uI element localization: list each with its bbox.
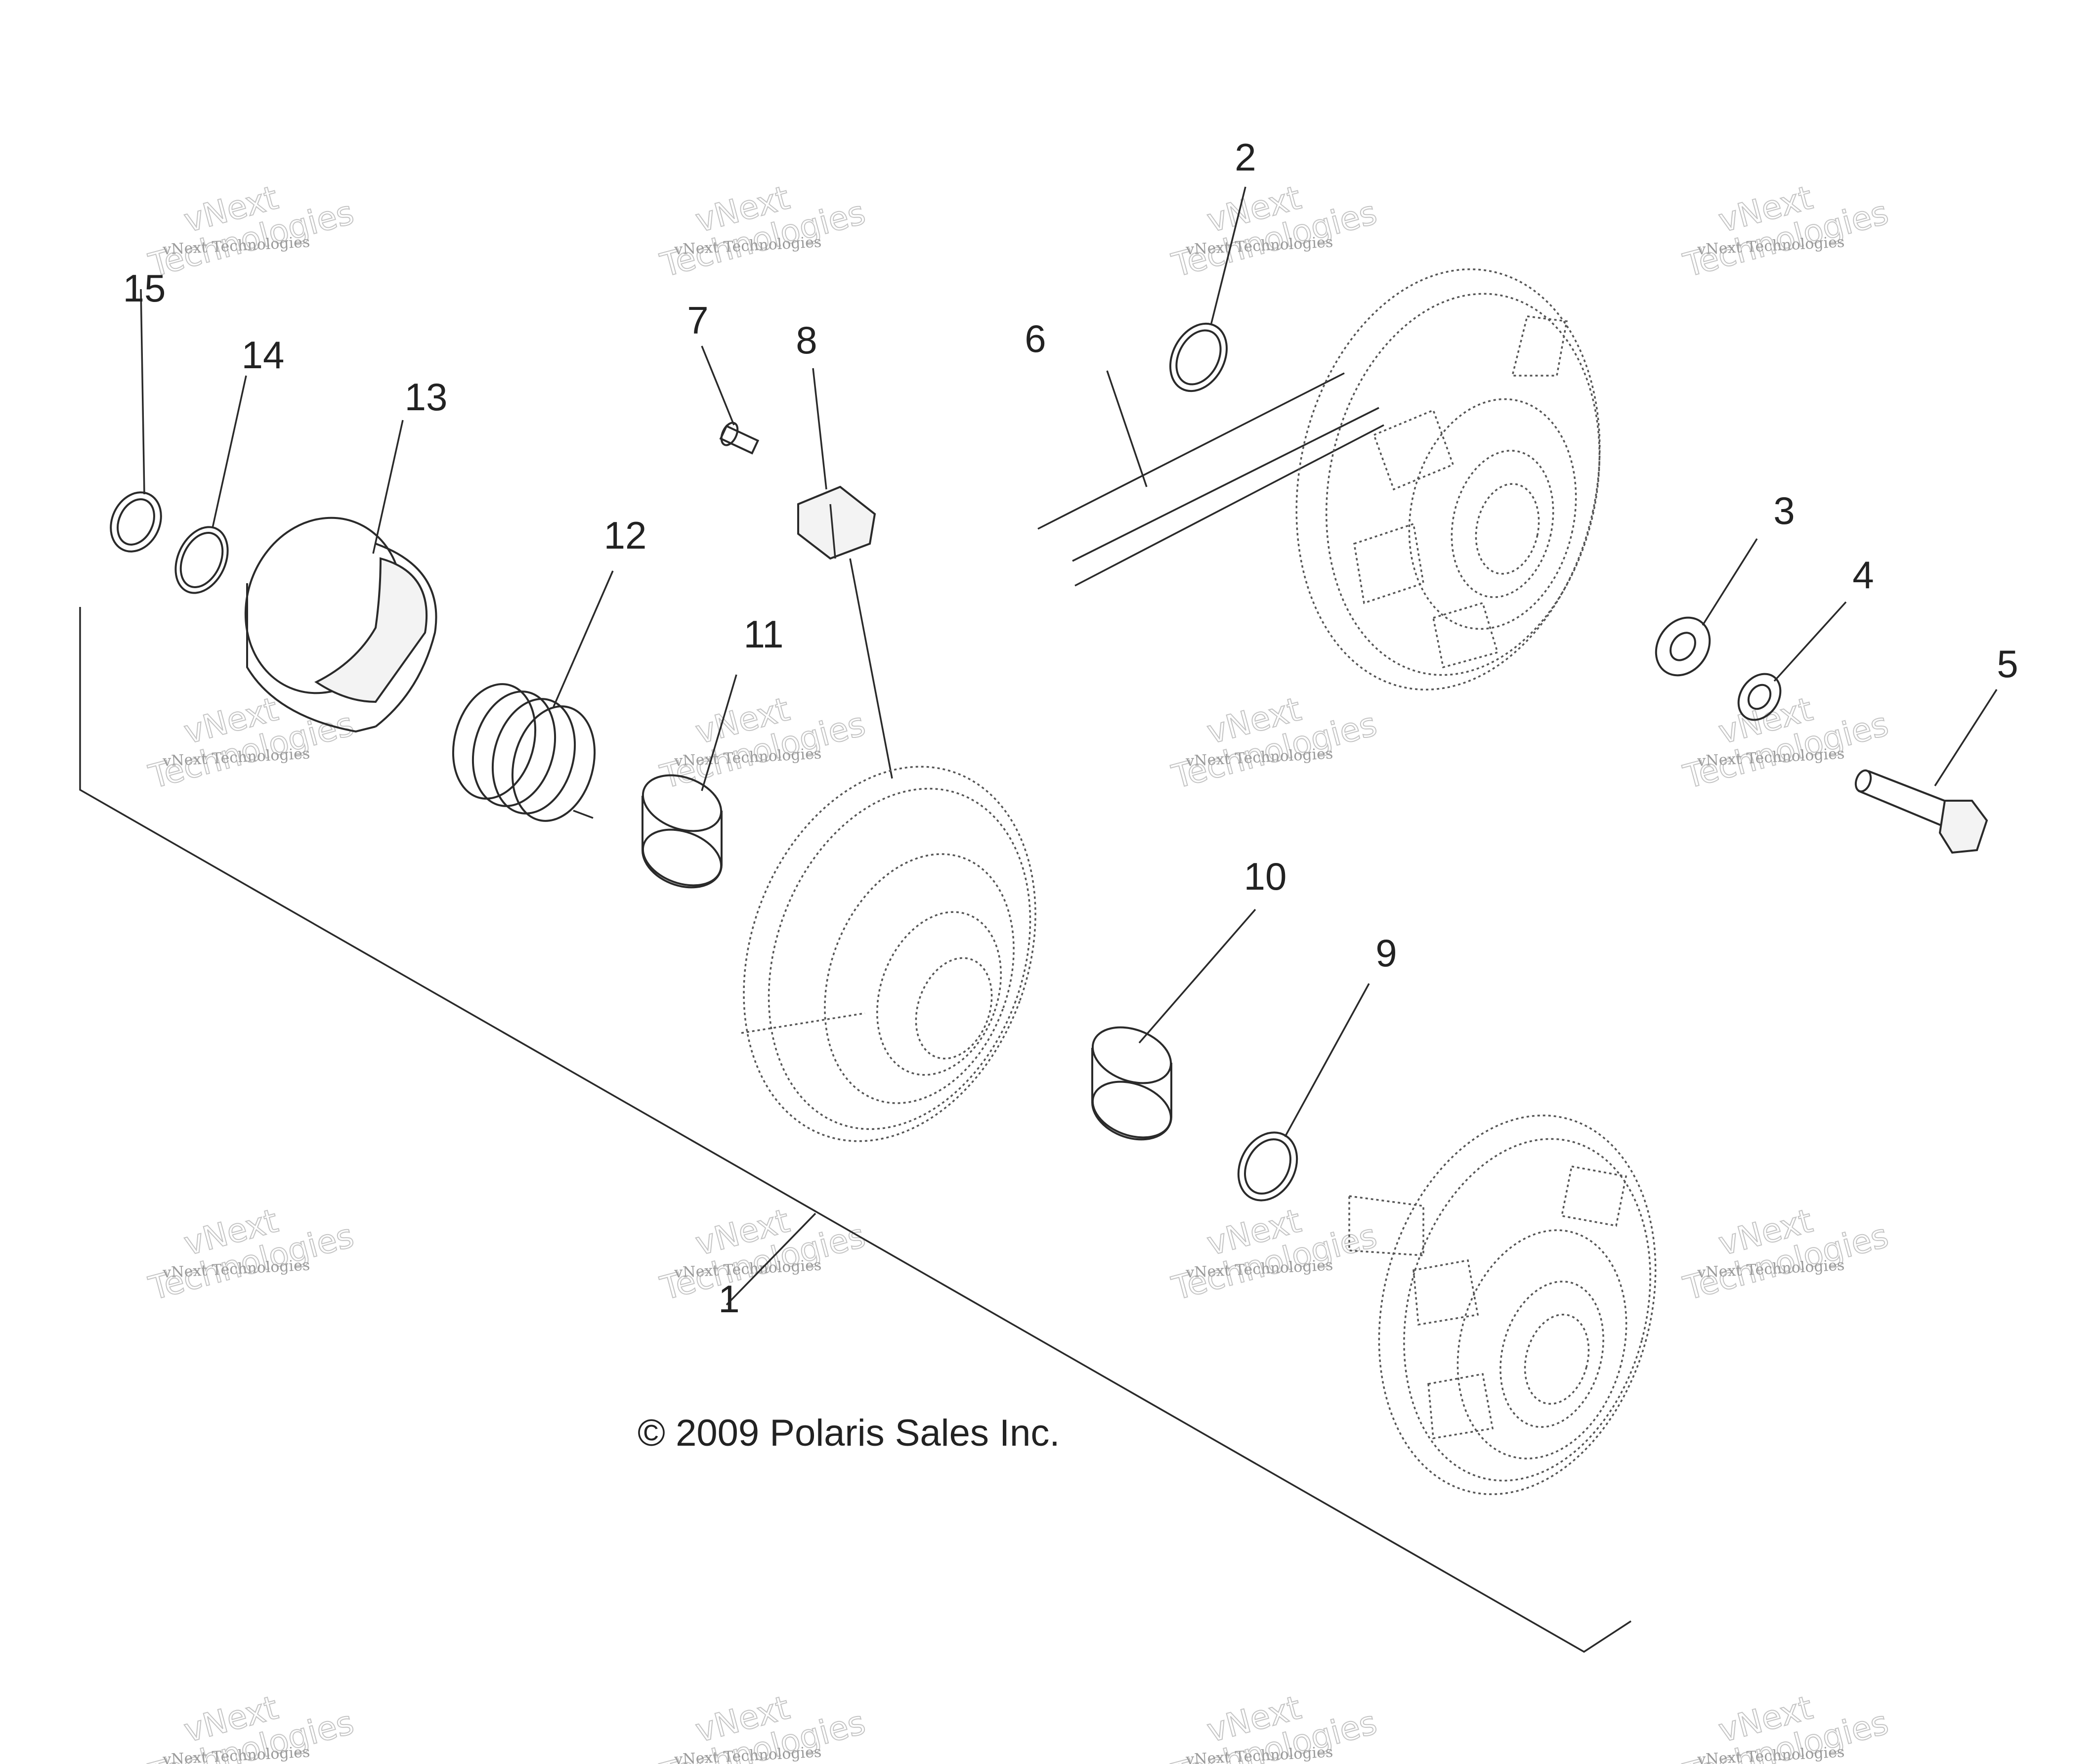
- callout-6: 6: [1025, 317, 1046, 360]
- ring-part-2: [1169, 186, 1246, 392]
- copyright-notice: © 2009 Polaris Sales Inc.: [638, 1412, 1060, 1454]
- callout-7: 7: [687, 299, 708, 342]
- washer-part-14: [174, 375, 247, 594]
- snap-ring-part-15: [110, 289, 162, 553]
- callout-13: 13: [405, 375, 448, 419]
- moveable-sheave: [741, 766, 1036, 1142]
- helix-cam-part-13: [244, 420, 437, 733]
- bushing-part-11: [641, 674, 737, 889]
- callout-15: 15: [123, 266, 166, 310]
- roller-block-part-8: [797, 368, 893, 779]
- callout-4: 4: [1852, 553, 1874, 597]
- callout-8: 8: [796, 318, 817, 362]
- bolt-part-5: [1854, 689, 1998, 854]
- spring-part-12: [452, 570, 614, 822]
- bushing-part-10: [1091, 908, 1256, 1141]
- callout-5: 5: [1997, 642, 2018, 686]
- upper-clutch-sheave: [1295, 268, 1601, 690]
- screw-part-7: [701, 345, 760, 455]
- callout-11: 11: [744, 612, 784, 656]
- ring-part-9: [1237, 983, 1370, 1202]
- assembly-bracket: [79, 607, 1631, 1653]
- callout-1: 1: [718, 1277, 739, 1321]
- washer-part-4: [1737, 601, 1847, 721]
- callout-12: 12: [604, 514, 647, 557]
- callout-14: 14: [242, 333, 285, 377]
- lower-clutch-sheave: [1348, 1115, 1657, 1495]
- callout-labels: 1 2 3 4 5 6 7 8 9 10 11 12 13 14 15: [123, 135, 2018, 1321]
- callout-2: 2: [1235, 135, 1256, 179]
- callout-10: 10: [1244, 855, 1287, 898]
- drive-belt-part-6: [1037, 370, 1384, 587]
- callout-3: 3: [1773, 489, 1795, 532]
- washer-part-3: [1655, 538, 1758, 677]
- callout-9: 9: [1375, 931, 1397, 975]
